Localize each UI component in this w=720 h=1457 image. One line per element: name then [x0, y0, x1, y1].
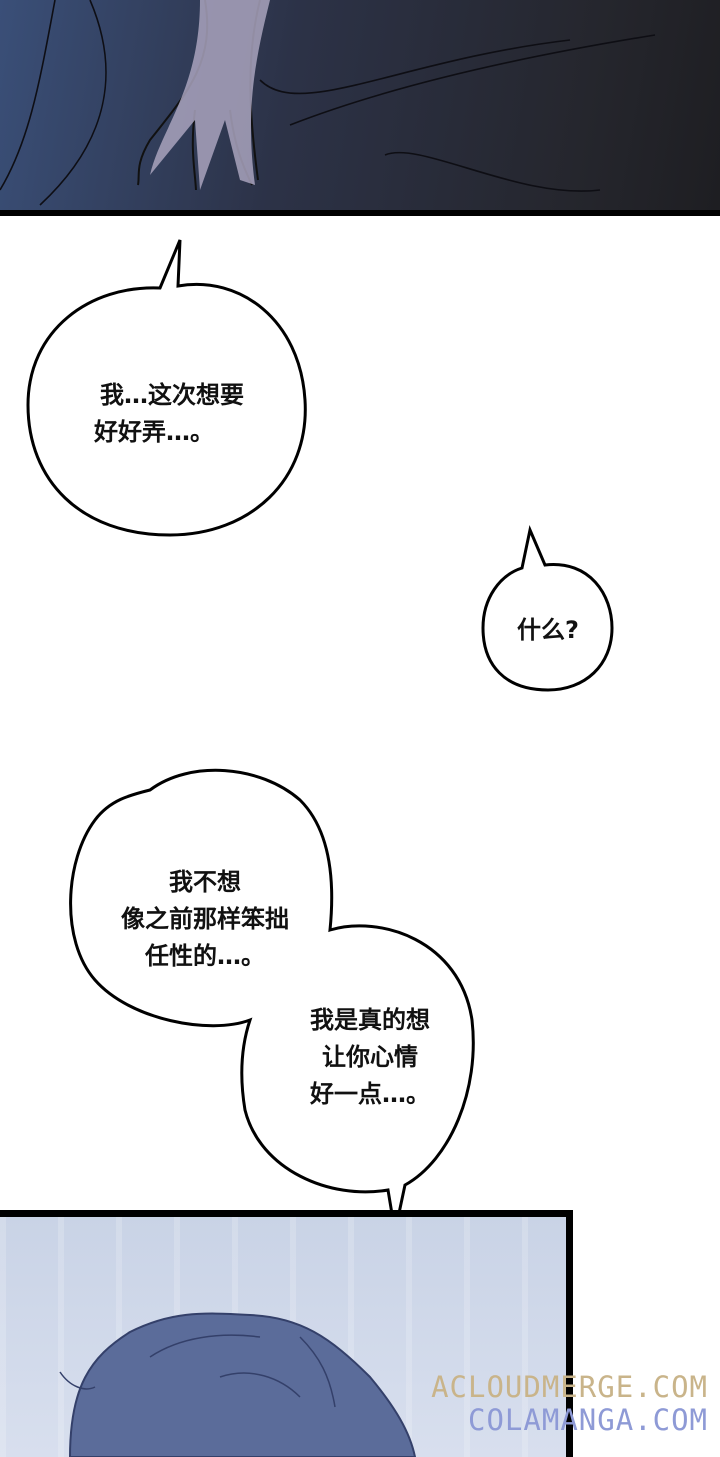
dialogue-line: 好一点…。	[310, 1080, 430, 1108]
dialogue-line: 我不想	[169, 868, 241, 896]
dialogue-line: 像之前那样笨拙	[121, 905, 289, 933]
speech-bubble-2	[481, 525, 614, 692]
speech-bubble-4-text: 我是真的想 让你心情 好一点…。	[290, 1002, 450, 1113]
dialogue-line: 好好弄…。	[94, 418, 214, 446]
speech-bubble-3-text: 我不想 像之前那样笨拙 任性的…。	[95, 864, 315, 975]
comic-panel-character	[0, 1210, 573, 1457]
hand-illustration	[0, 0, 656, 206]
speech-bubble-1-text: 我…这次想要 好好弄…。	[72, 377, 272, 451]
dialogue-line: 我…这次想要	[100, 381, 244, 409]
dialogue-line: 让你心情	[322, 1043, 418, 1071]
speech-bubble-2-text: 什么?	[498, 612, 598, 649]
speech-bubble-3	[69, 768, 475, 1233]
watermark-line-1: ACLOUDMERGE.COM	[431, 1370, 708, 1404]
dialogue-line: 任性的…。	[145, 942, 265, 970]
comic-panel-hand	[0, 0, 720, 216]
dialogue-line: 我是真的想	[310, 1006, 430, 1034]
dialogue-line: 什么?	[517, 616, 579, 644]
speech-bubble-1	[26, 239, 307, 537]
character-hair-illustration	[59, 1312, 417, 1457]
watermark-line-2: COLAMANGA.COM	[468, 1403, 708, 1437]
